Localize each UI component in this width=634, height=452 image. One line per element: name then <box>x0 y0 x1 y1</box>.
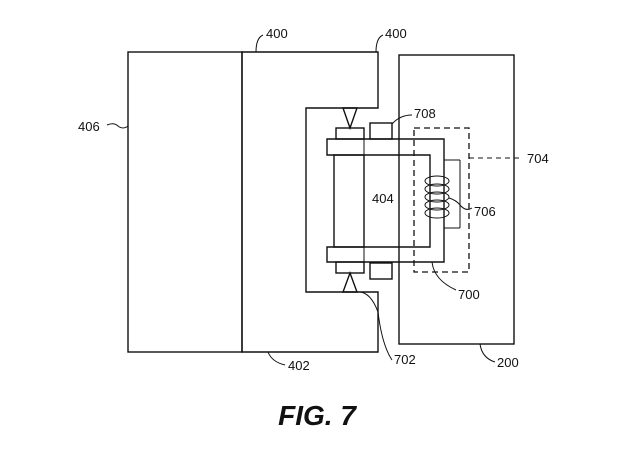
device-body-200 <box>398 54 515 345</box>
checkered-pad-bottom <box>369 262 393 280</box>
ref-200: 200 <box>497 355 519 370</box>
ref-708: 708 <box>414 106 436 121</box>
ref-400-right: 400 <box>385 26 407 41</box>
cone-bottom <box>341 270 359 293</box>
leader-702 <box>355 291 393 361</box>
striped-bar-404 <box>333 154 365 248</box>
leader-400-left <box>255 34 264 53</box>
leader-706 <box>448 197 473 210</box>
ref-404: 404 <box>372 191 394 206</box>
ref-402: 402 <box>288 358 310 373</box>
housing-400 <box>241 51 379 353</box>
figure-caption: FIG. 7 <box>278 400 357 431</box>
ref-406: 406 <box>78 119 100 134</box>
leader-200 <box>479 343 496 363</box>
ref-704: 704 <box>527 151 549 166</box>
leader-402 <box>267 351 286 366</box>
ref-400-left: 400 <box>266 26 288 41</box>
ref-700: 700 <box>458 287 480 302</box>
ref-706: 706 <box>474 204 496 219</box>
ref-702: 702 <box>394 352 416 367</box>
cone-top <box>342 107 358 131</box>
coil-706 <box>424 159 461 229</box>
leader-400-right <box>375 34 384 53</box>
leader-700 <box>431 261 457 291</box>
dashed-enclosure-704 <box>413 127 470 273</box>
leader-406 <box>106 123 129 129</box>
dotted-layer-406 <box>127 51 243 353</box>
checkered-pad-top <box>369 122 393 140</box>
leader-708 <box>391 114 413 125</box>
